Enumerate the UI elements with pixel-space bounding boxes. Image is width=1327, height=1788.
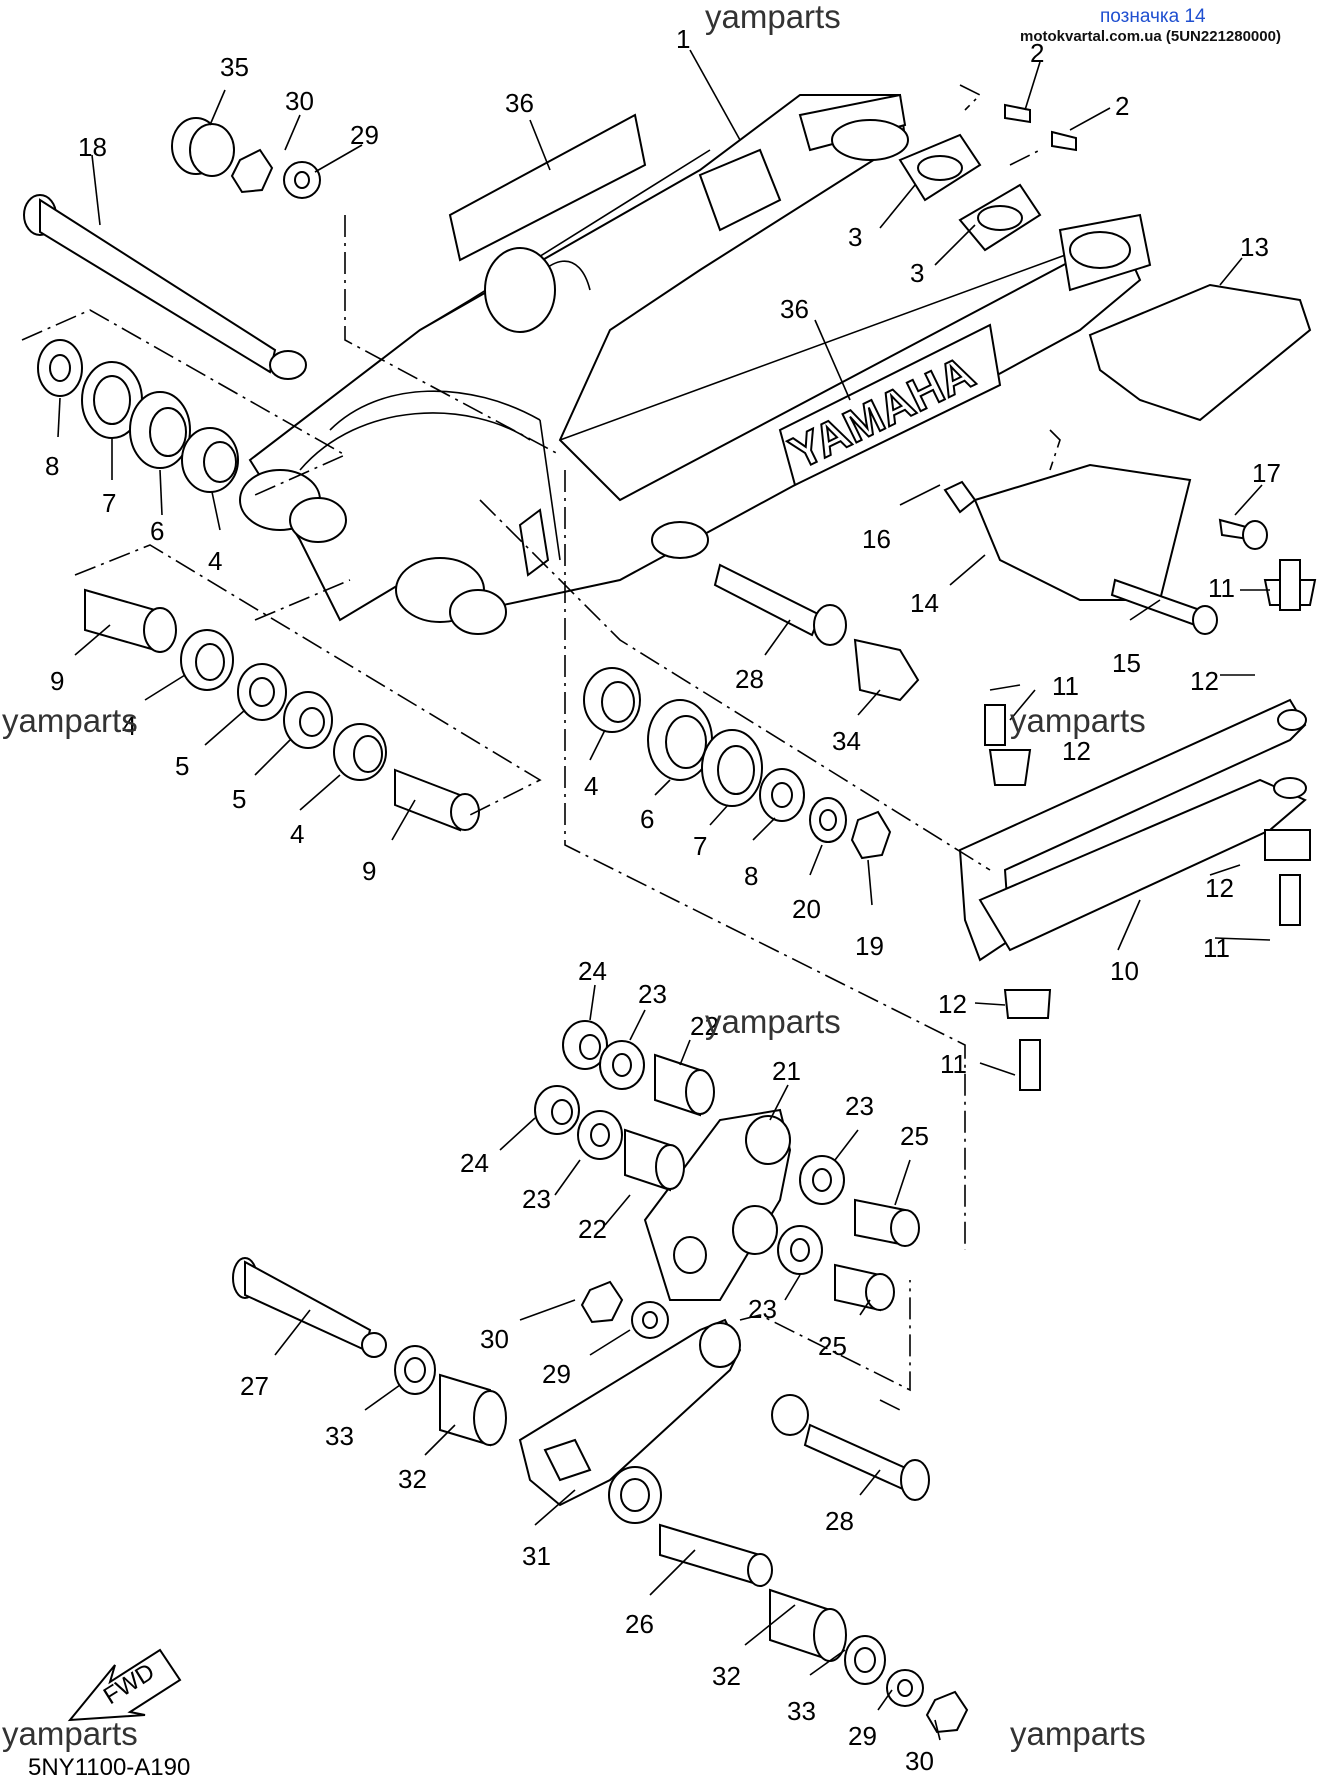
callout-14: 14	[910, 588, 939, 618]
callout-35: 35	[220, 52, 249, 82]
callout-23a: 23	[638, 979, 667, 1009]
chain-slider	[958, 559, 1317, 1091]
callout-20: 20	[792, 894, 821, 924]
callout-13: 13	[1240, 232, 1269, 262]
callout-23d: 23	[748, 1294, 777, 1324]
callout-6b: 6	[640, 804, 654, 834]
callout-31: 31	[522, 1541, 551, 1571]
callouts: 1 2 2 3 3 13 35 30 29 18 36 36 17 16 14 …	[45, 24, 1281, 1776]
callout-23c: 23	[522, 1184, 551, 1214]
chain-guide-assembly	[943, 283, 1312, 635]
watermark-center: yamparts	[705, 1003, 841, 1040]
callout-12d: 12	[938, 989, 967, 1019]
relay-bushings	[534, 1020, 920, 1312]
callout-22b: 22	[578, 1214, 607, 1244]
callout-11b: 11	[1052, 671, 1079, 701]
drawing-code: 5NY1100-A190	[28, 1754, 190, 1781]
callout-33a: 33	[325, 1421, 354, 1451]
swingarm-bolt-upper	[713, 563, 920, 702]
callout-29a: 29	[350, 120, 379, 150]
callout-3b: 3	[910, 258, 924, 288]
callout-10: 10	[1110, 956, 1139, 986]
callout-29b: 29	[542, 1359, 571, 1389]
watermark-top: yamparts	[705, 0, 841, 35]
callout-25b: 25	[818, 1331, 847, 1361]
callout-11a: 11	[1208, 573, 1235, 603]
callout-34: 34	[832, 726, 861, 756]
callout-11c: 11	[1203, 933, 1230, 963]
source-caption: motokvartal.com.ua (5UN221280000)	[1020, 28, 1281, 45]
right-bearing-stack	[583, 667, 892, 860]
decal-upper	[448, 113, 647, 262]
watermarks: yamparts yamparts yamparts yamparts yamp…	[2, 0, 1146, 1752]
callout-5a: 5	[175, 751, 189, 781]
callout-30c: 30	[905, 1746, 934, 1776]
watermark-bottom-left: yamparts	[2, 1715, 138, 1752]
callout-27: 27	[240, 1371, 269, 1401]
callout-3a: 3	[848, 222, 862, 252]
callout-6a: 6	[150, 516, 164, 546]
callout-36b: 36	[780, 294, 809, 324]
callout-12a: 12	[1190, 666, 1219, 696]
callout-12c: 12	[1205, 873, 1234, 903]
swingarm	[239, 93, 1152, 635]
callout-7b: 7	[693, 831, 707, 861]
watermark-bottom-right: yamparts	[1010, 1715, 1146, 1752]
callout-29c: 29	[848, 1721, 877, 1751]
callout-28a: 28	[735, 664, 764, 694]
lower-left-stack	[84, 588, 480, 832]
callout-5b: 5	[232, 784, 246, 814]
callout-25a: 25	[900, 1121, 929, 1151]
callout-12b: 12	[1062, 736, 1091, 766]
pivot-shaft	[23, 194, 307, 380]
callout-19: 19	[855, 931, 884, 961]
callout-23b: 23	[845, 1091, 874, 1121]
pivot-top-hardware	[171, 117, 321, 199]
callout-9a: 9	[50, 666, 64, 696]
assembly-centerlines	[21, 84, 1061, 1411]
callout-4a: 4	[208, 546, 222, 576]
callout-32a: 32	[398, 1464, 427, 1494]
callout-17: 17	[1252, 458, 1281, 488]
callout-30b: 30	[480, 1324, 509, 1354]
callout-4d: 4	[584, 771, 598, 801]
watermark-right: yamparts	[1010, 702, 1146, 739]
callout-33b: 33	[787, 1696, 816, 1726]
callout-21: 21	[772, 1056, 801, 1086]
callout-2b: 2	[1115, 91, 1129, 121]
callout-15: 15	[1112, 648, 1141, 678]
callout-36a: 36	[505, 88, 534, 118]
callout-7a: 7	[102, 488, 116, 518]
leader-lines	[57, 49, 1271, 1741]
callout-22a: 22	[690, 1011, 719, 1041]
connecting-rod	[518, 1318, 809, 1524]
left-bearing-stack	[37, 339, 239, 493]
callout-30a: 30	[285, 86, 314, 116]
callout-11d: 11	[940, 1049, 967, 1079]
callout-24a: 24	[578, 956, 607, 986]
callout-1: 1	[676, 24, 690, 54]
watermark-left: yamparts	[2, 702, 138, 739]
callout-26: 26	[625, 1609, 654, 1639]
callout-4b: 4	[122, 711, 136, 741]
link-hardware	[232, 1257, 969, 1734]
callout-28b: 28	[825, 1506, 854, 1536]
callout-9b: 9	[362, 856, 376, 886]
diagram-tag: позначка 14	[1100, 6, 1206, 27]
callout-4c: 4	[290, 819, 304, 849]
fwd-arrow-icon: FWD	[67, 1648, 182, 1722]
relay-arm	[643, 1108, 792, 1301]
callout-8b: 8	[744, 861, 758, 891]
chain-adjusters	[898, 103, 1077, 252]
callout-18: 18	[78, 132, 107, 162]
callout-2a: 2	[1030, 38, 1044, 68]
callout-16: 16	[862, 524, 891, 554]
callout-8a: 8	[45, 451, 59, 481]
callout-24b: 24	[460, 1148, 489, 1178]
callout-32b: 32	[712, 1661, 741, 1691]
